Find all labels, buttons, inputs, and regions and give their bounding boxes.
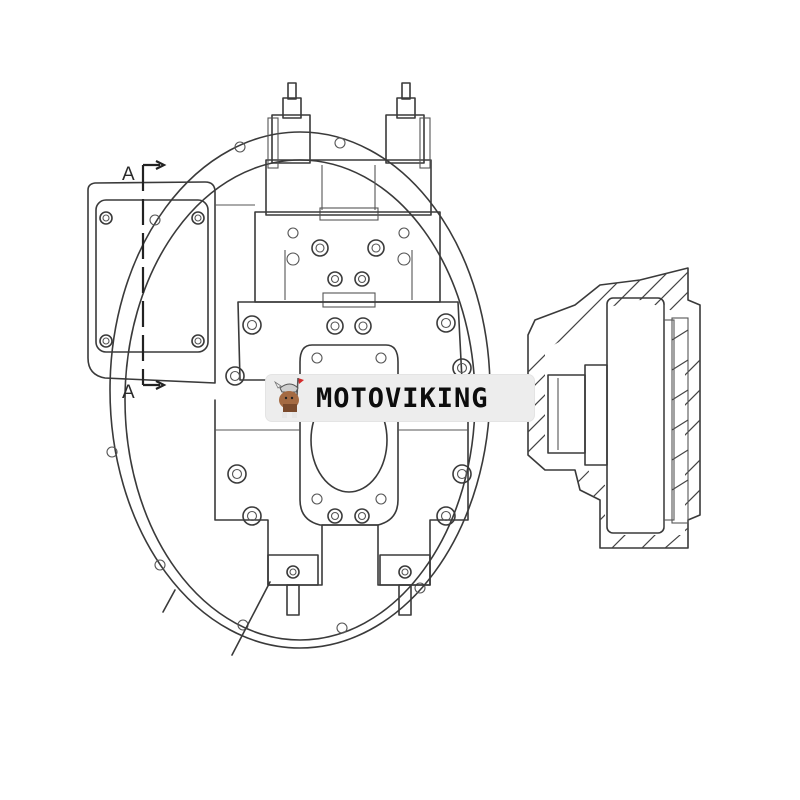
watermark-banner: MOTOVIKING [266, 375, 534, 421]
section-line-a-a: A A [122, 160, 167, 403]
viking-mascot-icon [273, 377, 304, 418]
section-label-bottom: A [122, 382, 135, 403]
cover-plate [87, 181, 255, 384]
pump-body [214, 82, 472, 616]
brand-name: MOTOVIKING [316, 382, 489, 414]
sectional-side-view [527, 267, 701, 549]
section-label-top: A [122, 164, 135, 185]
